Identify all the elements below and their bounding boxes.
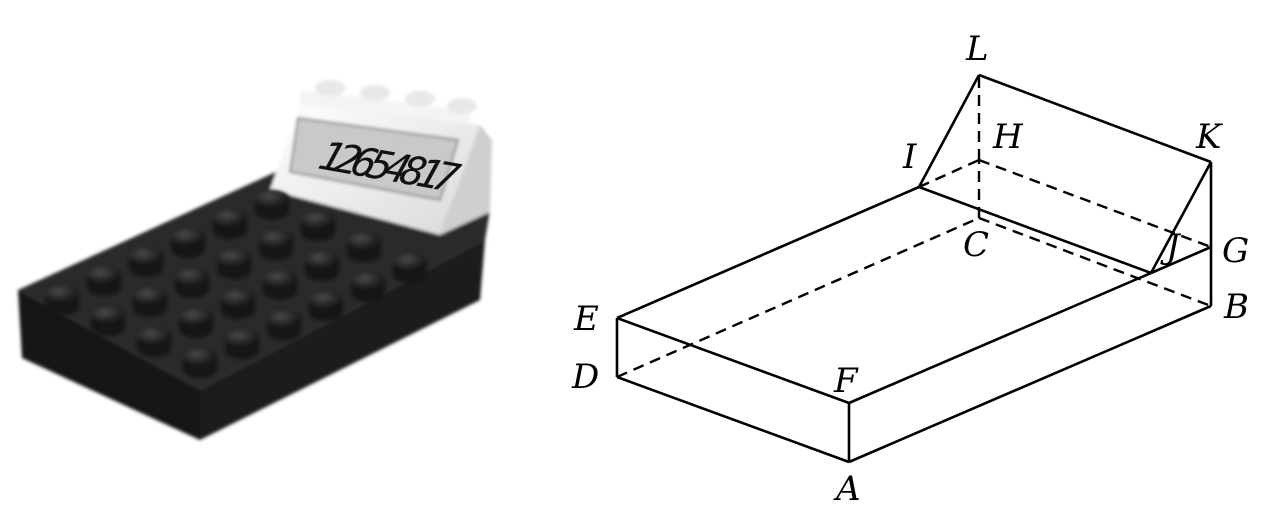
housing-stud bbox=[447, 98, 477, 114]
vertex-label-G: G bbox=[1222, 231, 1249, 271]
base-stud bbox=[213, 209, 247, 227]
hidden-edge-D-C bbox=[616, 216, 980, 379]
hidden-edge-I-H bbox=[918, 158, 980, 189]
base-studs bbox=[45, 190, 427, 378]
base-stud bbox=[221, 289, 255, 307]
base-stud bbox=[217, 249, 251, 267]
base-right-face bbox=[200, 240, 485, 440]
base-stud bbox=[133, 287, 167, 305]
base-stud bbox=[393, 253, 427, 271]
base-stud bbox=[45, 285, 79, 303]
base-stud bbox=[129, 247, 163, 265]
base-stud bbox=[175, 268, 209, 286]
base-stud bbox=[301, 211, 335, 229]
housing-side bbox=[440, 125, 492, 235]
base-stud bbox=[255, 190, 289, 208]
vertex-label-F: F bbox=[833, 361, 859, 401]
base-stud bbox=[263, 270, 297, 288]
base-stud bbox=[91, 306, 125, 324]
geometry-diagram: L K I H C J G B E D F A bbox=[571, 29, 1249, 509]
vertex-label-B: B bbox=[1223, 287, 1249, 327]
vertex-label-L: L bbox=[965, 29, 989, 69]
edge-I-J bbox=[918, 185, 1152, 275]
vertex-label-H: H bbox=[992, 117, 1024, 157]
base-stud bbox=[183, 348, 217, 366]
edge-I-L bbox=[917, 74, 981, 188]
base-stud bbox=[347, 232, 381, 250]
base-stud bbox=[87, 266, 121, 284]
vertex-label-E: E bbox=[573, 299, 599, 339]
hidden-edge-H-G bbox=[978, 158, 1212, 249]
housing-stud bbox=[405, 91, 435, 107]
edge-E-I bbox=[616, 185, 920, 320]
housing-stud bbox=[360, 85, 390, 101]
base-stud bbox=[351, 272, 385, 290]
edge-L-K bbox=[978, 73, 1212, 164]
edge-E-F bbox=[616, 316, 850, 405]
base-stud bbox=[309, 291, 343, 309]
edge-A-B bbox=[848, 304, 1212, 464]
base-stud bbox=[171, 228, 205, 246]
hidden-edge-C-B bbox=[978, 216, 1212, 308]
base-stud bbox=[305, 251, 339, 269]
base-stud bbox=[179, 308, 213, 326]
base-stud bbox=[137, 327, 171, 345]
edge-K-J bbox=[1149, 161, 1213, 274]
edge-D-A bbox=[616, 375, 850, 464]
base-stud bbox=[267, 310, 301, 328]
base-top-face bbox=[18, 170, 490, 390]
vertex-label-D: D bbox=[571, 357, 599, 397]
base-stud bbox=[225, 329, 259, 347]
vertex-label-J: J bbox=[1160, 227, 1182, 267]
vertex-label-C: C bbox=[963, 225, 989, 265]
edge-J-G bbox=[1150, 245, 1212, 275]
lcd-panel bbox=[288, 116, 460, 202]
vertex-label-K: K bbox=[1195, 117, 1224, 157]
vertex-label-I: I bbox=[902, 137, 917, 177]
base-front-face bbox=[18, 290, 200, 440]
base-stud bbox=[259, 230, 293, 248]
housing-stud bbox=[315, 80, 345, 96]
vertex-label-A: A bbox=[833, 469, 861, 509]
lego-calculator-photo: 12654817 bbox=[18, 80, 492, 440]
edge-F-J bbox=[848, 271, 1152, 405]
